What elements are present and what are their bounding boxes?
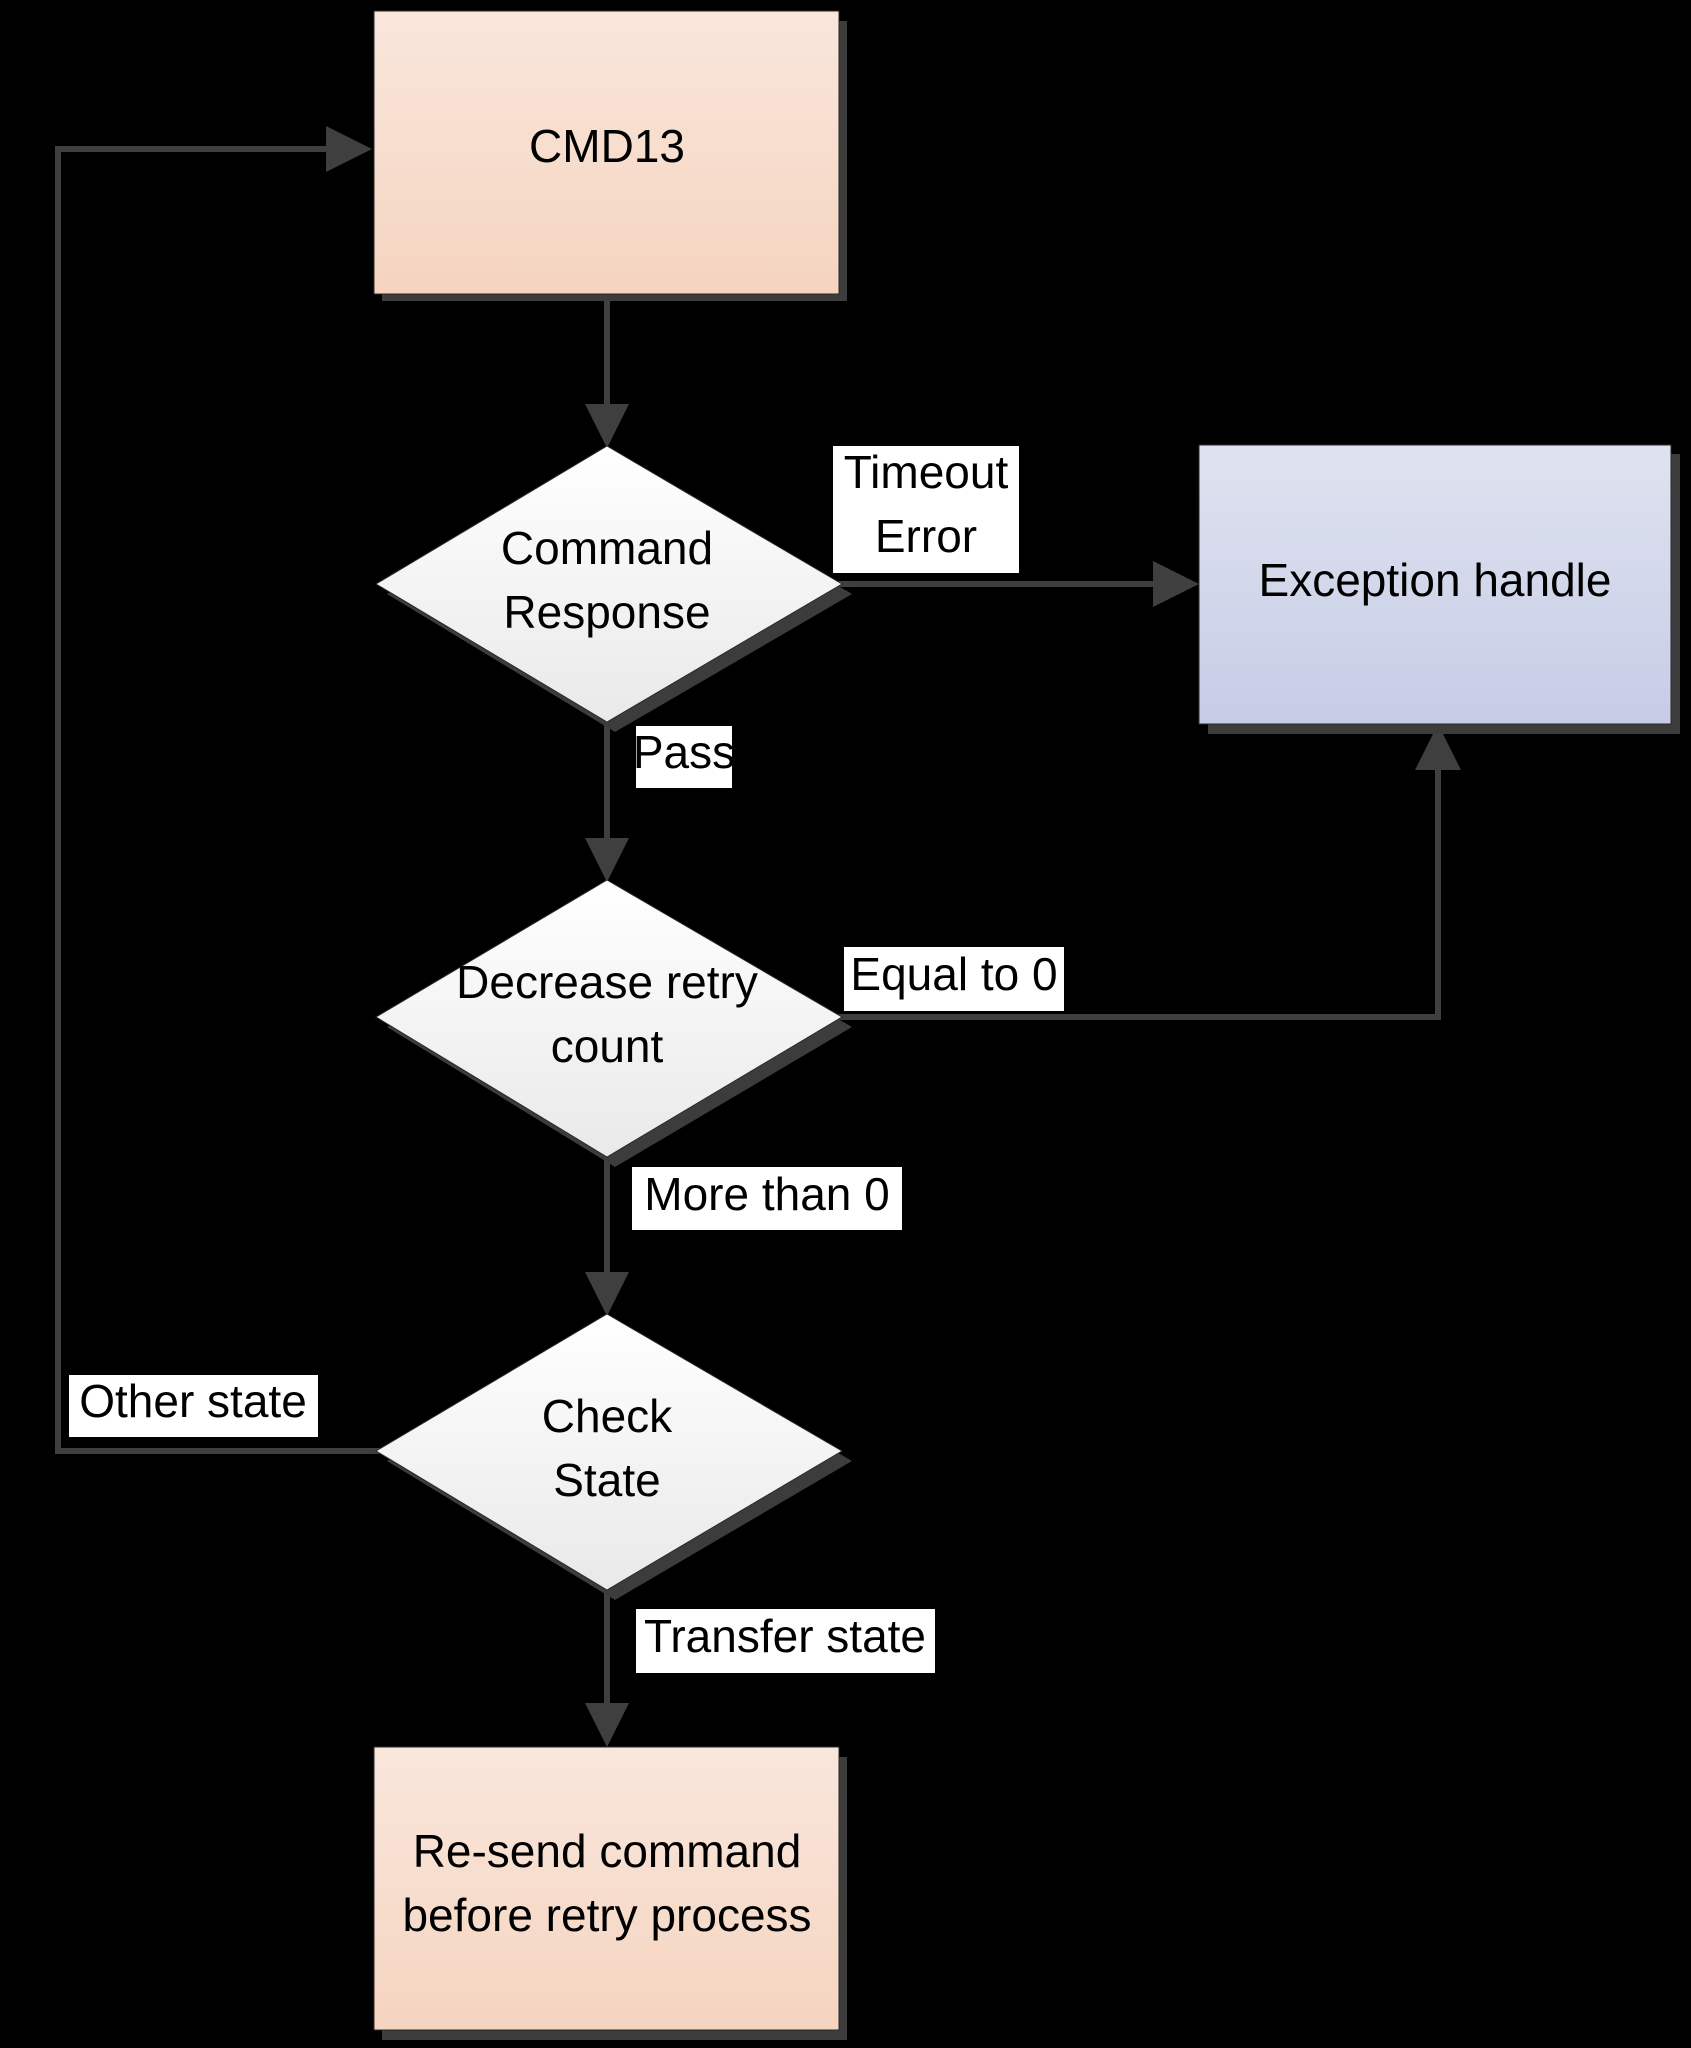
edge-decrease-to-exception — [833, 763, 1441, 1020]
node-cmd13: CMD13 — [373, 10, 847, 301]
timeout-error-line-2: Error — [875, 510, 977, 562]
decrease-retry-line-1: Decrease retry — [456, 956, 758, 1008]
edge-label-equal-to-0: Equal to 0 — [844, 947, 1064, 1011]
node-resend: Re-send command before retry process — [373, 1746, 847, 2040]
edge-label-transfer-state: Transfer state — [636, 1609, 935, 1673]
node-exception-handle: Exception handle — [1198, 444, 1680, 734]
command-response-line-2: Response — [503, 586, 710, 638]
arrowheads — [326, 126, 1461, 1747]
arrowhead-down-icon — [585, 404, 629, 448]
transfer-state-label: Transfer state — [644, 1610, 926, 1662]
check-state-line-1: Check — [542, 1390, 673, 1442]
arrowhead-down-icon — [585, 1703, 629, 1747]
edge-label-pass: Pass — [633, 726, 735, 788]
other-state-label: Other state — [79, 1375, 307, 1427]
arrowhead-right-icon — [326, 126, 372, 172]
pass-label: Pass — [633, 726, 735, 778]
node-check-state: Check State — [375, 1313, 852, 1600]
arrowhead-right-icon — [1153, 561, 1199, 607]
connectors — [55, 146, 1441, 1715]
edge-label-other-state: Other state — [69, 1375, 318, 1437]
more-than-0-label: More than 0 — [644, 1168, 889, 1220]
decrease-retry-line-2: count — [551, 1020, 664, 1072]
edge-check-to-cmd13 — [55, 146, 381, 1454]
command-response-line-1: Command — [501, 522, 713, 574]
resend-line-2: before retry process — [402, 1889, 811, 1941]
arrowhead-down-icon — [585, 1272, 629, 1316]
node-command-response: Command Response — [375, 445, 852, 732]
exception-handle-label: Exception handle — [1259, 554, 1612, 606]
edge-label-more-than-0: More than 0 — [632, 1167, 902, 1230]
node-decrease-retry: Decrease retry count — [375, 879, 852, 1167]
equal-to-0-label: Equal to 0 — [850, 948, 1057, 1000]
resend-line-1: Re-send command — [413, 1825, 802, 1877]
edge-label-timeout-error: Timeout Error — [833, 446, 1019, 573]
arrowhead-down-icon — [585, 838, 629, 882]
check-state-line-2: State — [553, 1454, 660, 1506]
arrowhead-up-icon — [1415, 724, 1461, 770]
cmd13-label: CMD13 — [529, 120, 685, 172]
timeout-error-line-1: Timeout — [844, 446, 1009, 498]
